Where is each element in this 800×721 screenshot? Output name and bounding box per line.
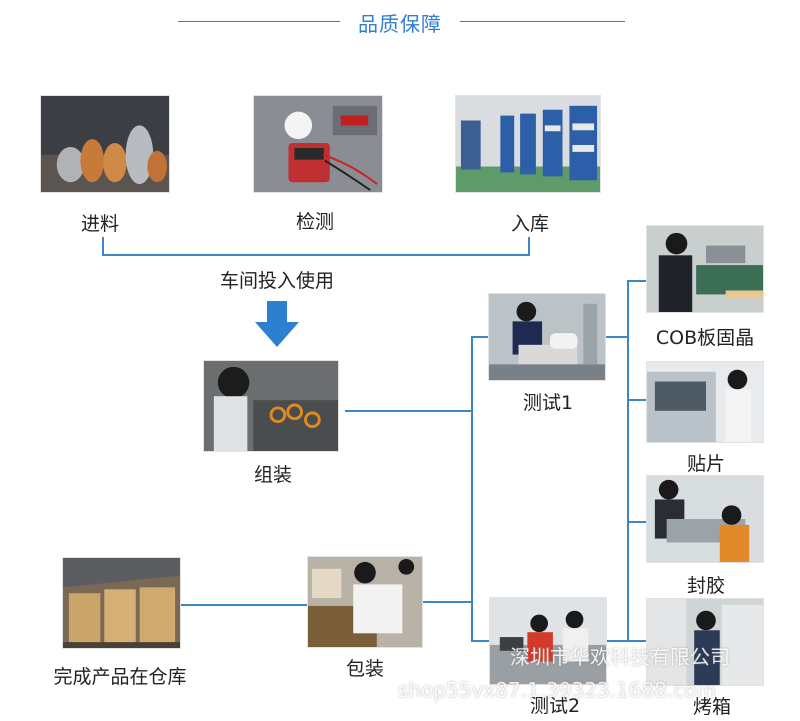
connector-trunk-to-test1 [471, 336, 488, 338]
connector-assembly-to-trunk [345, 410, 473, 412]
connector-test2-to-branch [607, 640, 629, 642]
test1-photo [488, 293, 606, 381]
title-line-right [460, 21, 625, 22]
test1-label: 测试1 [522, 392, 574, 414]
title-line-left [178, 21, 340, 22]
glue-label: 封胶 [686, 575, 725, 597]
bracket-left [102, 237, 104, 255]
down-arrow-icon [255, 301, 299, 347]
inspection-label: 检测 [295, 211, 334, 233]
connector-branch-to-oven [627, 640, 646, 642]
connector-branch-to-glue [627, 521, 646, 523]
oven-photo [646, 598, 764, 686]
connector-branch-to-cob [627, 280, 646, 282]
warehousing-label: 入库 [510, 213, 549, 235]
smt-label: 贴片 [686, 453, 725, 475]
inspection-photo [253, 95, 383, 193]
bracket-bottom [102, 254, 530, 256]
connector-trunk-to-test2 [471, 640, 489, 642]
connector-main-trunk [471, 336, 473, 642]
bracket-right [528, 237, 530, 255]
connector-branch-trunk [627, 280, 629, 642]
glue-photo [646, 475, 764, 563]
oven-label: 烤箱 [692, 696, 731, 718]
smt-photo [646, 361, 764, 443]
incoming-photo [40, 95, 170, 193]
connector-finished-to-packing [181, 604, 307, 606]
cob-photo [646, 225, 764, 313]
test2-label: 测试2 [529, 695, 581, 717]
assembly-photo [203, 360, 339, 452]
finished-photo [62, 557, 181, 649]
connector-packing-to-trunk [423, 601, 473, 603]
watermark-shop: shop55vx87.1.39323.1688.com [398, 678, 716, 702]
cob-label: COB板固晶 [655, 327, 755, 349]
workshop-label: 车间投入使用 [219, 270, 334, 292]
incoming-label: 进料 [80, 213, 119, 235]
test2-photo [489, 597, 607, 685]
packing-label: 包装 [345, 658, 384, 680]
watermark-company: 深圳市华欢科技有限公司 [510, 645, 730, 669]
connector-test1-to-branch [606, 336, 628, 338]
page-title: 品质保障 [358, 12, 442, 36]
warehousing-photo [455, 95, 601, 193]
finished-label: 完成产品在仓库 [53, 666, 187, 688]
packing-photo [307, 556, 423, 648]
assembly-label: 组装 [253, 464, 292, 486]
connector-branch-to-smt [627, 399, 646, 401]
